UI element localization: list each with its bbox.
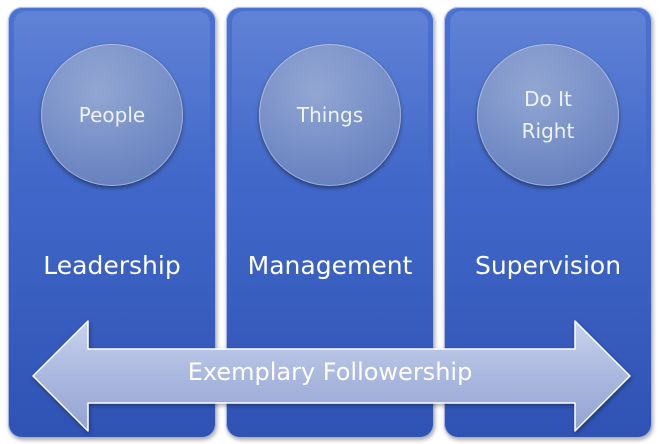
circle-label-things: Things: [296, 103, 364, 127]
column-title-leadership: Leadership: [43, 251, 181, 280]
column-management: Things Management: [226, 7, 434, 438]
circle-label-do-it-right: Do It Right: [521, 87, 575, 143]
circle-people: People: [41, 44, 183, 186]
column-title-management: Management: [247, 251, 413, 280]
column-title-supervision: Supervision: [474, 251, 622, 280]
circle-do-it-right: Do It Right: [477, 44, 619, 186]
arrow-label: Exemplary Followership: [187, 358, 473, 386]
circle-label-people: People: [78, 103, 146, 127]
circle-things: Things: [259, 44, 401, 186]
